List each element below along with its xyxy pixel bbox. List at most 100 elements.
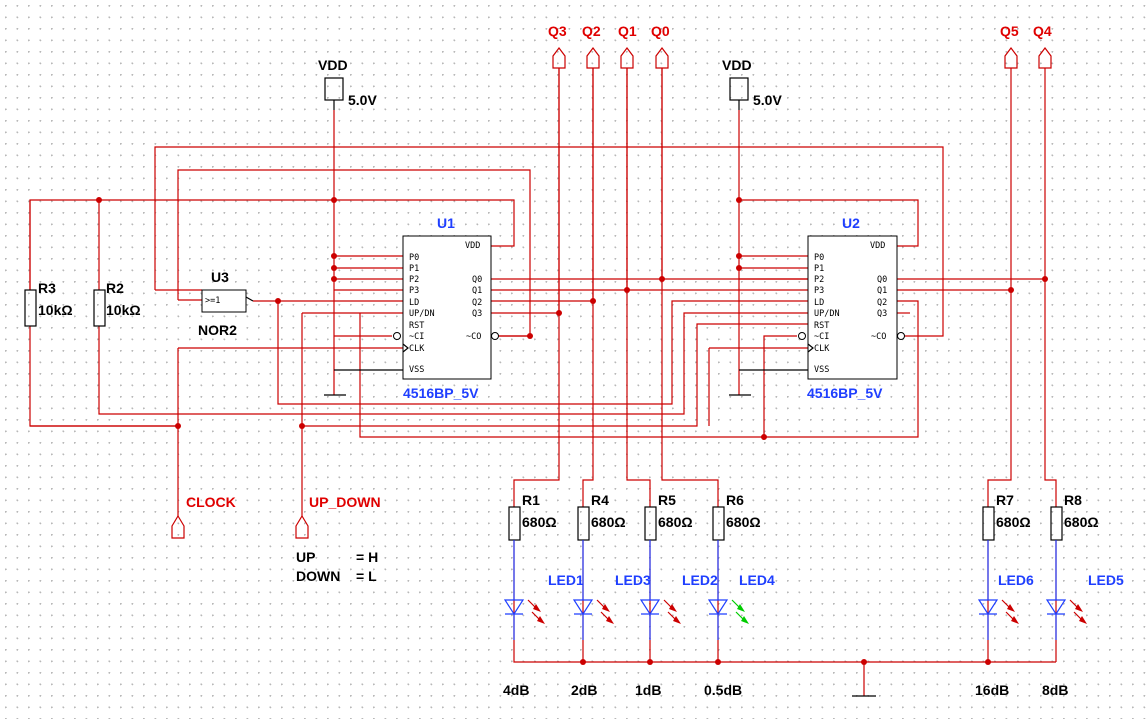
u1-ref: U1: [437, 215, 455, 231]
u1-pin-updn: UP/DN: [409, 309, 435, 319]
u2-pin-rst: RST: [814, 321, 829, 331]
port-clock: CLOCK: [171, 494, 236, 539]
u1-pin-clk: CLK: [409, 344, 425, 354]
r4-value: 680Ω: [591, 514, 626, 530]
u3-part: NOR2: [198, 322, 237, 338]
r4-body: [577, 506, 590, 541]
port-q2-symbol: [586, 47, 600, 69]
r7-ref: R7: [996, 492, 1014, 508]
u1-pin-ci: ~CI: [409, 332, 424, 342]
r7-body: [982, 506, 995, 541]
u2-pin-ci: ~CI: [814, 332, 829, 342]
atten-8db: 8dB: [1042, 682, 1068, 698]
resistor-r5: R5 680Ω: [644, 492, 693, 541]
r6-value: 680Ω: [726, 514, 761, 530]
led4-ref: LED4: [739, 572, 775, 588]
led6-ref: LED6: [998, 572, 1034, 588]
port-up-down-label: UP_DOWN: [309, 494, 381, 510]
u2-pin-ld: LD: [814, 298, 824, 308]
u2-part: 4516BP_5V: [807, 385, 883, 401]
led-3: LED3: [572, 540, 651, 640]
legend-down: DOWN: [296, 568, 340, 584]
port-q4-symbol: [1038, 47, 1052, 69]
port-q2: Q2: [582, 23, 601, 69]
port-up-down-symbol: [295, 514, 309, 539]
r7-value: 680Ω: [996, 514, 1031, 530]
port-q1: Q1: [618, 23, 637, 69]
junctions: [96, 197, 1048, 665]
led2-ref: LED2: [682, 572, 718, 588]
r3-body: [24, 289, 37, 327]
resistor-r4: R4 680Ω: [577, 492, 626, 541]
port-q4-label: Q4: [1033, 23, 1052, 39]
u3-ref: U3: [211, 269, 229, 285]
port-clock-symbol: [171, 514, 185, 539]
vdd-2-symbol: [729, 77, 749, 101]
u2-pin-q1: Q1: [877, 286, 887, 296]
gate-u3: U3 >=1 NOR2: [198, 269, 254, 338]
led5-ref: LED5: [1088, 572, 1124, 588]
vdd-supply-2: VDD 5.0V: [722, 57, 782, 110]
u2-body: [807, 235, 898, 380]
r8-ref: R8: [1064, 492, 1082, 508]
port-q2-label: Q2: [582, 23, 601, 39]
atten-4db: 4dB: [503, 682, 529, 698]
attenuation-labels: 4dB 2dB 1dB 0.5dB 16dB 8dB: [503, 682, 1068, 698]
vdd-supply-1: VDD 5.0V: [318, 57, 377, 110]
r8-value: 680Ω: [1064, 514, 1099, 530]
chip-u1: U1 P0 P1 P2 P3 LD UP/DN RST ~CI CLK VSS …: [334, 215, 499, 401]
port-q0-symbol: [655, 47, 669, 69]
legend-up-value: = H: [356, 549, 378, 565]
resistor-r8: R8 680Ω: [1050, 492, 1099, 541]
port-q3-symbol: [552, 47, 566, 69]
r2-value: 10kΩ: [106, 302, 141, 318]
r4-ref: R4: [591, 492, 609, 508]
r5-body: [644, 506, 657, 541]
u2-pin-p2: P2: [814, 275, 824, 285]
r1-body: [508, 506, 521, 541]
u1-pin-q1: Q1: [472, 286, 482, 296]
u1-pin-rst: RST: [409, 321, 424, 331]
r1-value: 680Ω: [522, 514, 557, 530]
r8-body: [1050, 506, 1063, 541]
led-1: LED1: [503, 540, 584, 640]
atten-2db: 2dB: [571, 682, 597, 698]
u1-pin-p1: P1: [409, 264, 419, 274]
resistor-r6: R6 680Ω: [712, 492, 761, 541]
atten-1db: 1dB: [635, 682, 661, 698]
u2-pin-p3: P3: [814, 286, 824, 296]
u2-pin-vss: VSS: [814, 365, 829, 375]
u1-pin-vss: VSS: [409, 365, 424, 375]
port-q3: Q3: [548, 23, 567, 69]
u3-gate-text: >=1: [205, 296, 220, 306]
u1-pin-ld: LD: [409, 298, 419, 308]
u1-body: [402, 235, 492, 380]
wires: [29, 68, 1057, 697]
port-clock-label: CLOCK: [186, 494, 236, 510]
u2-pin-updn: UP/DN: [814, 309, 840, 319]
mode-legend: UP = H DOWN = L: [296, 549, 378, 584]
r5-value: 680Ω: [658, 514, 693, 530]
u1-pin-p3: P3: [409, 286, 419, 296]
u1-pin-co: ~CO: [466, 332, 481, 342]
legend-down-value: = L: [356, 568, 377, 584]
u3-body: [201, 289, 247, 313]
port-q1-symbol: [620, 47, 634, 69]
port-q5-symbol: [1004, 47, 1018, 69]
port-q5-label: Q5: [1000, 23, 1019, 39]
u2-pin-clk: CLK: [814, 344, 830, 354]
r5-ref: R5: [658, 492, 676, 508]
chip-u2: U2 P0 P1 P2 P3 LD UP/DN RST ~CI CLK VSS …: [739, 215, 905, 401]
vdd-2-value: 5.0V: [753, 92, 782, 108]
r3-ref: R3: [38, 280, 56, 296]
u1-pin-p0: P0: [409, 253, 419, 263]
u2-pin-p0: P0: [814, 253, 824, 263]
u1-part: 4516BP_5V: [403, 385, 479, 401]
vdd-2-label: VDD: [722, 57, 752, 73]
port-q4: Q4: [1033, 23, 1052, 69]
r2-ref: R2: [106, 280, 124, 296]
port-q0-label: Q0: [651, 23, 670, 39]
